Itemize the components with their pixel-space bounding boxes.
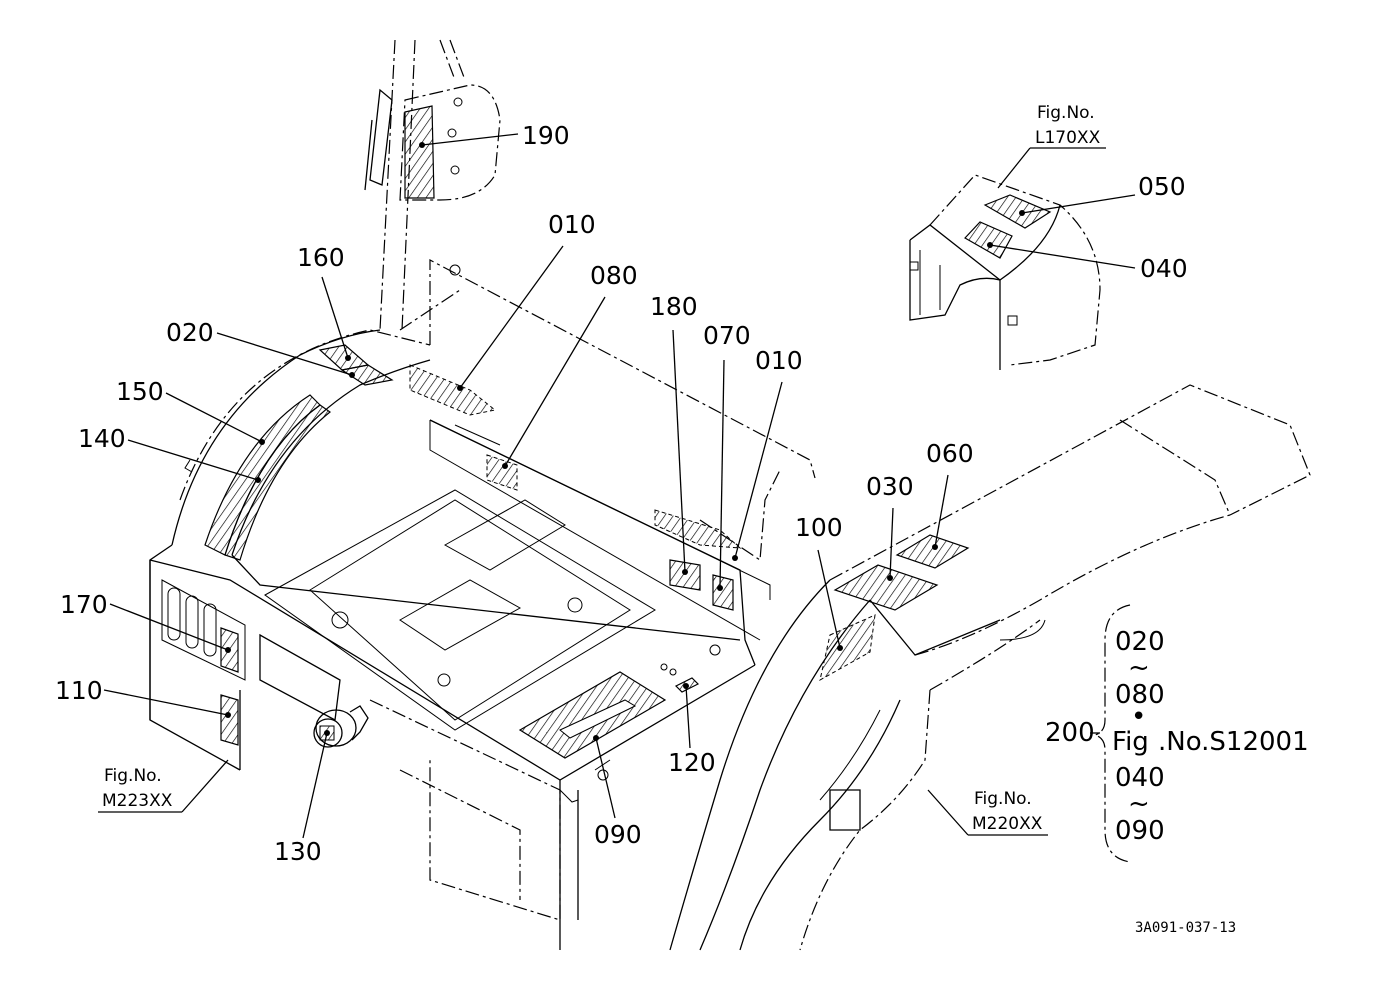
callout-190: 190	[522, 121, 570, 150]
callout-150: 150	[116, 377, 164, 406]
bracket-item-080: 080	[1115, 680, 1165, 710]
bracket-label-200: 200	[1045, 718, 1095, 748]
fig-ref-l170-line1: Fig.No.	[1037, 103, 1095, 123]
callout-160: 160	[297, 243, 345, 272]
bracket-item-dot: •	[1131, 702, 1146, 732]
figure-reference-m223: Fig.No. M223XX	[98, 759, 229, 813]
bracket-item-090: 090	[1115, 816, 1165, 846]
callout-050: 050	[1138, 172, 1186, 201]
callout-070: 070	[703, 321, 751, 350]
leader-dots	[225, 142, 1025, 741]
fig-ref-m223-line1: Fig.No.	[104, 766, 162, 786]
fig-ref-m223-line2: M223XX	[102, 791, 173, 811]
figure-reference-l170: Fig.No. L170XX	[997, 103, 1106, 189]
callout-180: 180	[650, 292, 698, 321]
callout-090: 090	[594, 820, 642, 849]
bracket-item-040: 040	[1115, 763, 1165, 793]
callout-170: 170	[60, 590, 108, 619]
bracket-fig-ref: .No.S12001	[1158, 727, 1309, 757]
bracket-item-tilde-2: ~	[1128, 789, 1150, 819]
callout-020: 020	[166, 318, 214, 347]
inset-part-l170	[909, 174, 1101, 370]
fig-ref-l170-line2: L170XX	[1035, 128, 1101, 148]
bracket-item-tilde-1: ~	[1128, 653, 1150, 683]
callout-040: 040	[1140, 254, 1188, 283]
drawing-number: 3A091-037-13	[1135, 920, 1236, 936]
callout-110: 110	[55, 676, 103, 705]
right-fender-assembly	[669, 384, 1311, 951]
callout-130: 130	[274, 837, 322, 866]
figure-reference-m220: Fig.No. M220XX	[927, 789, 1048, 836]
bracket-fig-prefix: Fig	[1112, 727, 1149, 757]
bracket-group-200: 020 ~ 080 • 040 ~ 090 200 Fig .No.S12001	[1045, 604, 1309, 863]
callout-010-b: 010	[755, 346, 803, 375]
callout-120: 120	[668, 748, 716, 777]
callout-030: 030	[866, 472, 914, 501]
decal-areas-left	[204, 105, 742, 759]
callout-080: 080	[590, 261, 638, 290]
callout-labels: 190 160 020 150 140 010 080 180 070 010 …	[55, 121, 1188, 866]
bracket-item-020: 020	[1115, 627, 1165, 657]
leader-lines	[103, 133, 1136, 839]
callout-100: 100	[795, 513, 843, 542]
fig-ref-m220-line1: Fig.No.	[974, 789, 1032, 809]
fig-ref-m220-line2: M220XX	[972, 814, 1043, 834]
callout-060: 060	[926, 439, 974, 468]
callout-010: 010	[548, 210, 596, 239]
callout-140: 140	[78, 424, 126, 453]
decal-areas-right	[819, 534, 970, 681]
